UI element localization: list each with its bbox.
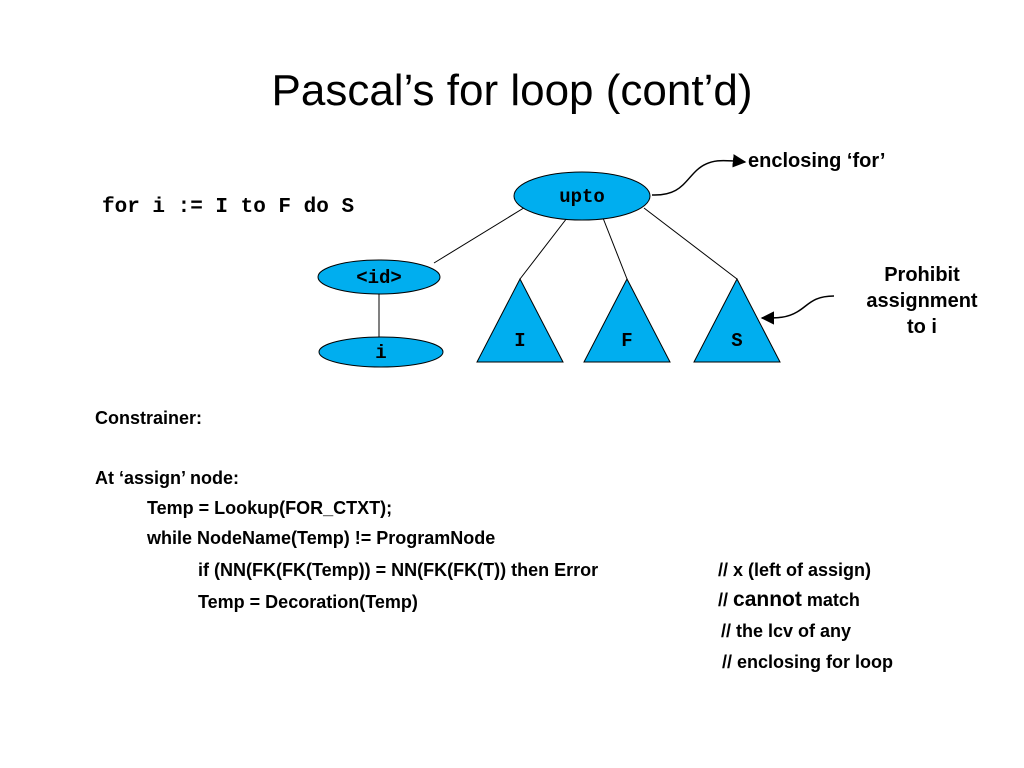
comment-2-suffix: match bbox=[806, 590, 860, 610]
slide-title: Pascal’s for loop (cont’d) bbox=[271, 66, 753, 115]
subtree-F-label: F bbox=[621, 330, 632, 352]
constrainer-comment-1: // x (left of assign) bbox=[718, 560, 872, 580]
edge-upto-F bbox=[602, 217, 628, 280]
comment-2-prefix: // bbox=[718, 590, 729, 610]
node-upto bbox=[513, 171, 651, 221]
callout-enclosing-for: enclosing ‘for’ bbox=[748, 150, 886, 172]
subtree-I bbox=[476, 277, 564, 363]
node-id bbox=[317, 259, 441, 295]
subtree-S bbox=[693, 277, 781, 363]
constrainer-comment-4: // enclosing for loop bbox=[722, 652, 893, 672]
subtree-S-label: S bbox=[731, 330, 742, 352]
constrainer-comment-3: // the lcv of any bbox=[721, 621, 852, 641]
for-loop-code: for i := I to F do S bbox=[102, 196, 355, 219]
constrainer-line-if: if (NN(FK(FK(Temp)) = NN(FK(FK(T)) then … bbox=[198, 560, 599, 580]
arrow-prohibit-assignment bbox=[760, 295, 835, 325]
edge-upto-I bbox=[519, 217, 568, 280]
constrainer-line-while: while NodeName(Temp) != ProgramNode bbox=[147, 528, 496, 548]
constrainer-at-assign: At ‘assign’ node: bbox=[95, 468, 240, 488]
node-i-label: i bbox=[375, 342, 386, 364]
node-id-label: <id> bbox=[356, 267, 402, 289]
subtree-F bbox=[583, 277, 671, 363]
constrainer-line-temp: Temp = Lookup(FOR_CTXT); bbox=[147, 498, 393, 518]
constrainer-line-decoration: Temp = Decoration(Temp) bbox=[198, 592, 418, 612]
subtree-I-label: I bbox=[514, 330, 525, 352]
arrow-enclosing-for bbox=[651, 154, 747, 196]
callout-prohibit-line1: Prohibit bbox=[884, 264, 960, 286]
callout-prohibit-line2: assignment bbox=[866, 290, 978, 312]
node-i bbox=[318, 336, 444, 368]
edge-upto-id bbox=[433, 205, 528, 264]
node-upto-label: upto bbox=[559, 186, 605, 208]
callout-prohibit-assignment: Prohibit assignment to i bbox=[842, 262, 1002, 340]
callout-prohibit-line3: to i bbox=[907, 316, 937, 338]
constrainer-comment-2: // cannot match bbox=[718, 588, 860, 612]
comment-2-emphasis: cannot bbox=[733, 588, 802, 611]
constrainer-heading: Constrainer: bbox=[95, 408, 203, 428]
edge-upto-S bbox=[643, 207, 738, 280]
